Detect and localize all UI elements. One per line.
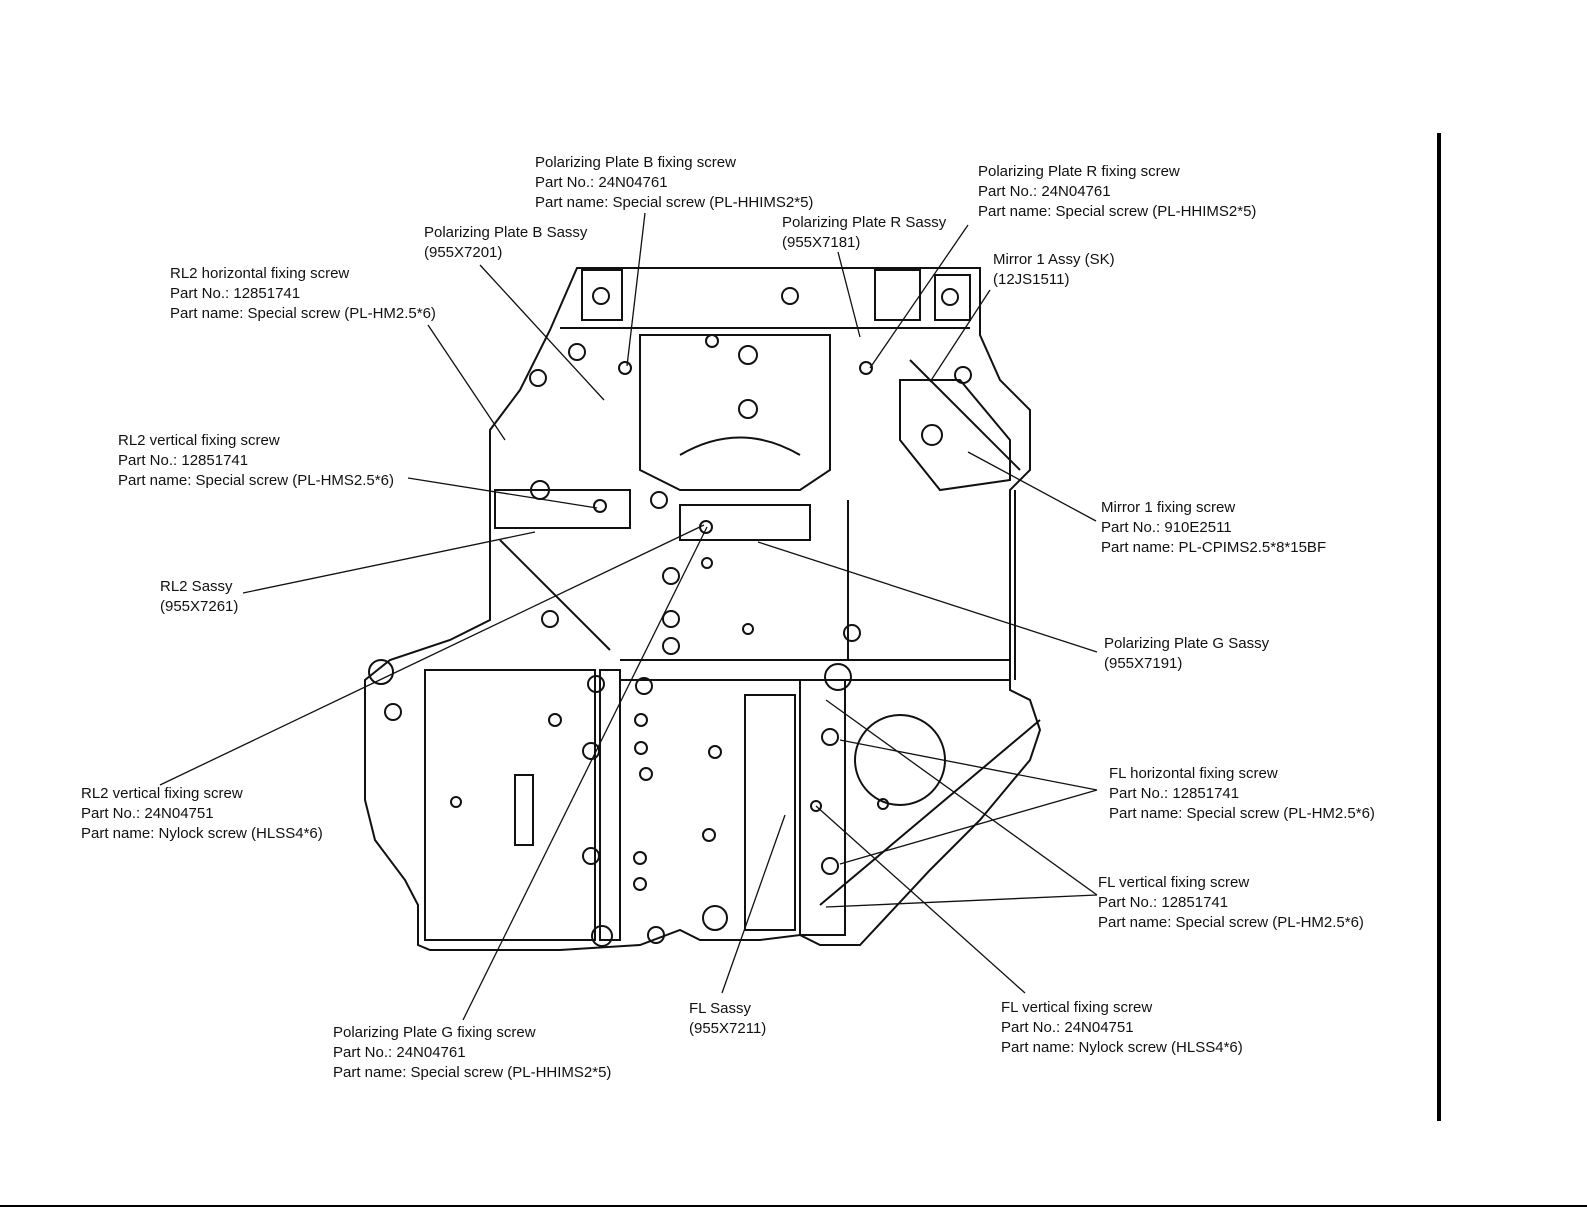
callout-part-name: Part name: Special screw (PL-HHIMS2*5) bbox=[535, 194, 814, 211]
callout-mirror1-screw: Mirror 1 fixing screw Part No.: 910E2511… bbox=[1101, 498, 1326, 558]
callout-title: Polarizing Plate R Sassy bbox=[782, 214, 947, 231]
callout-part-no: Part No.: 12851741 bbox=[1109, 785, 1240, 802]
callout-part-no: (955X7191) bbox=[1104, 655, 1183, 672]
page-bottom-rule bbox=[0, 1205, 1587, 1207]
callout-part-name: Part name: Special screw (PL-HM2.5*6) bbox=[170, 305, 436, 322]
margin-rule bbox=[1437, 133, 1441, 1121]
callout-fl-v-screw-1: FL vertical fixing screw Part No.: 12851… bbox=[1098, 873, 1364, 933]
callout-part-no: (12JS1511) bbox=[993, 271, 1070, 288]
callout-title: FL Sassy bbox=[689, 1000, 751, 1017]
callout-part-no: (955X7201) bbox=[424, 244, 503, 261]
callout-pp-b-screw: Polarizing Plate B fixing screw Part No.… bbox=[535, 153, 813, 213]
callout-mirror1-assy: Mirror 1 Assy (SK) (12JS1511) bbox=[993, 250, 1115, 290]
callout-title: FL vertical fixing screw bbox=[1098, 874, 1250, 891]
callout-part-no: Part No.: 24N04761 bbox=[978, 183, 1111, 200]
callout-rl2-h-screw: RL2 horizontal fixing screw Part No.: 12… bbox=[170, 264, 436, 324]
callout-part-no: Part No.: 12851741 bbox=[1098, 894, 1229, 911]
callout-part-no: Part No.: 24N04761 bbox=[333, 1044, 466, 1061]
callout-rl2-sassy: RL2 Sassy (955X7261) bbox=[160, 577, 238, 617]
chassis-outline bbox=[364, 267, 1042, 951]
callout-part-no: Part No.: 12851741 bbox=[118, 452, 249, 469]
callout-title: Polarizing Plate B Sassy bbox=[424, 224, 588, 241]
callout-part-no: (955X7181) bbox=[782, 234, 861, 251]
callout-fl-sassy: FL Sassy (955X7211) bbox=[689, 999, 766, 1039]
callout-fl-h-screw: FL horizontal fixing screw Part No.: 128… bbox=[1109, 764, 1375, 824]
callout-part-no: Part No.: 24N04751 bbox=[1001, 1019, 1134, 1036]
callout-part-name: Part name: Special screw (PL-HM2.5*6) bbox=[1109, 805, 1375, 822]
callout-title: RL2 Sassy bbox=[160, 578, 233, 595]
callout-pp-b-sassy: Polarizing Plate B Sassy (955X7201) bbox=[424, 223, 587, 263]
callout-title: Polarizing Plate G Sassy bbox=[1104, 635, 1270, 652]
callout-part-name: Part name: Special screw (PL-HM2.5*6) bbox=[1098, 914, 1364, 931]
callout-title: Polarizing Plate B fixing screw bbox=[535, 154, 736, 171]
callout-title: FL vertical fixing screw bbox=[1001, 999, 1153, 1016]
callout-pp-g-sassy: Polarizing Plate G Sassy (955X7191) bbox=[1104, 634, 1269, 674]
callout-title: FL horizontal fixing screw bbox=[1109, 765, 1278, 782]
callout-pp-r-sassy: Polarizing Plate R Sassy (955X7181) bbox=[782, 213, 946, 253]
callout-part-name: Part name: Special screw (PL-HHIMS2*5) bbox=[333, 1064, 612, 1081]
callout-part-no: Part No.: 24N04761 bbox=[535, 174, 668, 191]
callout-fl-v-screw-2: FL vertical fixing screw Part No.: 24N04… bbox=[1001, 998, 1243, 1058]
callout-part-name: Part name: Special screw (PL-HMS2.5*6) bbox=[118, 472, 394, 489]
callout-title: Polarizing Plate G fixing screw bbox=[333, 1024, 536, 1041]
callout-title: RL2 vertical fixing screw bbox=[81, 785, 243, 802]
callout-pp-r-screw: Polarizing Plate R fixing screw Part No.… bbox=[978, 162, 1256, 222]
callout-title: Mirror 1 Assy (SK) bbox=[993, 251, 1115, 268]
callout-title: Polarizing Plate R fixing screw bbox=[978, 163, 1180, 180]
callout-part-name: Part name: Nylock screw (HLSS4*6) bbox=[1001, 1039, 1243, 1056]
callout-title: RL2 horizontal fixing screw bbox=[170, 265, 350, 282]
callout-rl2-v-screw-1: RL2 vertical fixing screw Part No.: 1285… bbox=[118, 431, 394, 491]
callout-part-name: Part name: PL-CPIMS2.5*8*15BF bbox=[1101, 539, 1327, 556]
callout-title: RL2 vertical fixing screw bbox=[118, 432, 280, 449]
callout-part-no: Part No.: 12851741 bbox=[170, 285, 301, 302]
callout-part-no: (955X7261) bbox=[160, 598, 239, 615]
leader-lines bbox=[159, 212, 1098, 1021]
callout-rl2-v-screw-2: RL2 vertical fixing screw Part No.: 24N0… bbox=[81, 784, 323, 844]
callout-part-no: Part No.: 24N04751 bbox=[81, 805, 214, 822]
callout-part-no: Part No.: 910E2511 bbox=[1101, 519, 1232, 536]
callout-part-no: (955X7211) bbox=[689, 1020, 767, 1037]
callout-pp-g-screw: Polarizing Plate G fixing screw Part No.… bbox=[333, 1023, 611, 1083]
callout-part-name: Part name: Nylock screw (HLSS4*6) bbox=[81, 825, 323, 842]
mounting-holes bbox=[368, 287, 972, 947]
callout-title: Mirror 1 fixing screw bbox=[1101, 499, 1236, 516]
callout-part-name: Part name: Special screw (PL-HHIMS2*5) bbox=[978, 203, 1257, 220]
